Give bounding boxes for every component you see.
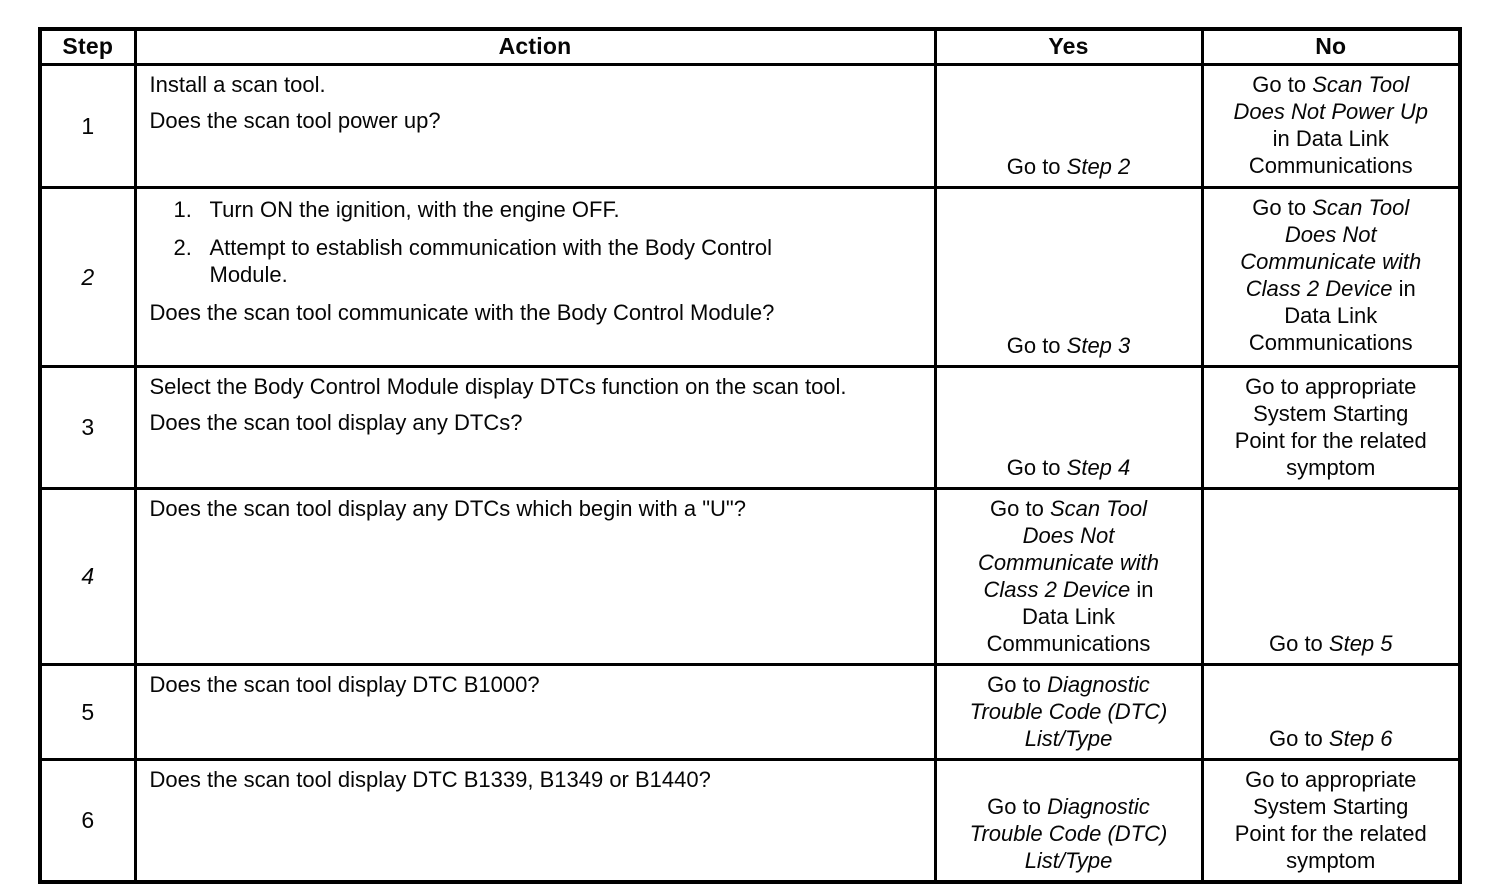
text-segment: Go to [1006,333,1067,358]
reference-text: Step 2 [1066,154,1131,179]
header-cell-step: Step [38,27,137,66]
text-segment: Go to appropriate System Starting Point … [1234,374,1427,480]
no-text: Go to appropriate System Starting Point … [1227,373,1435,481]
no-cell: Go to appropriate System Starting Point … [1200,758,1462,884]
list-item: 2. Attempt to establish communication wi… [150,234,920,288]
table-row-step-4: 4 Does the scan tool display any DTCs wh… [38,487,1462,666]
yes-cell: Go to Step 3 [933,186,1204,368]
yes-cell: Go to Step 4 [933,365,1204,490]
text-segment: in Data Link Communications [1248,276,1416,355]
list-item-text: Turn ON the ignition, with the engine OF… [209,197,620,222]
yes-cell: Go to Step 2 [933,63,1204,189]
step-number: 1 [38,63,137,189]
header-cell-action: Action [133,27,937,66]
list-number: 2. [173,235,192,260]
no-cell: Go to Scan Tool Does Not Power Up in Dat… [1200,63,1462,189]
action-question: Does the scan tool display DTC B1339, B1… [149,767,711,792]
list-item-text: Attempt to establish communication with … [209,235,773,287]
no-cell: Go to Step 5 [1200,487,1462,666]
step-number: 2 [38,186,137,368]
reference-text: Step 5 [1328,631,1393,656]
reference-text: Diagnostic Trouble Code (DTC) List/Type [969,672,1168,751]
action-cell: Select the Body Control Module display D… [133,365,937,490]
yes-cell: Go to Diagnostic Trouble Code (DTC) List… [933,758,1204,884]
action-question: Does the scan tool display DTC B1000? [149,672,540,697]
yes-cell: Go to Scan Tool Does Not Communicate wit… [933,487,1204,666]
header-cell-yes: Yes [933,27,1204,66]
header-row: Step Action Yes No [38,27,1462,66]
list-item: 1. Turn ON the ignition, with the engine… [150,196,920,223]
action-text: Install a scan tool. [149,72,326,97]
text-segment: in Data Link Communications [1248,126,1413,178]
step-number: 5 [38,663,137,761]
text-segment: Go to [1268,726,1329,751]
text-segment: in Data Link Communications [986,577,1154,656]
yes-cell: Go to Diagnostic Trouble Code (DTC) List… [933,663,1204,761]
step-number: 6 [38,758,137,884]
yes-text: Go to Diagnostic Trouble Code (DTC) List… [957,671,1181,752]
reference-text: Diagnostic Trouble Code (DTC) List/Type [969,794,1168,873]
text-segment: Go to [987,672,1048,697]
yes-text: Go to Diagnostic Trouble Code (DTC) List… [957,793,1181,874]
no-cell: Go to appropriate System Starting Point … [1200,365,1462,490]
action-question: Does the scan tool display any DTCs? [149,410,523,435]
no-text: Go to appropriate System Starting Point … [1227,766,1435,874]
action-cell: Does the scan tool display DTC B1000? [133,663,937,761]
step-number: 4 [38,487,137,666]
action-question: Does the scan tool display any DTCs whic… [149,496,746,521]
text-segment: Go to [1006,455,1067,480]
action-cell: Does the scan tool display any DTCs whic… [133,487,937,666]
reference-text: Step 4 [1066,455,1131,480]
text-segment: Go to [990,496,1050,521]
text-segment: Go to [987,794,1048,819]
no-cell: Go to Step 6 [1200,663,1462,761]
reference-text: Scan Tool Does Not Communicate with Clas… [1240,195,1422,301]
no-text: Go to Scan Tool Does Not Communicate wit… [1227,194,1435,356]
action-text: Select the Body Control Module display D… [149,374,847,399]
text-segment: Go to [1006,154,1067,179]
text-segment: Go to appropriate System Starting Point … [1234,767,1427,873]
diagnostic-table: Step Action Yes No 1 Install a scan tool… [38,27,1462,884]
reference-text: Step 6 [1328,726,1393,751]
reference-text: Step 3 [1066,333,1131,358]
table-row-step-1: 1 Install a scan tool. Does the scan too… [38,63,1462,189]
text-segment: Go to [1252,72,1313,97]
yes-text: Go to Scan Tool Does Not Communicate wit… [965,495,1173,657]
table-row-step-5: 5 Does the scan tool display DTC B1000? … [38,663,1462,761]
no-text: Go to Step 6 [1227,725,1435,752]
action-question: Does the scan tool communicate with the … [149,300,775,325]
header-cell-no: No [1200,27,1462,66]
action-cell: 1. Turn ON the ignition, with the engine… [133,186,937,368]
step-number: 3 [38,365,137,490]
list-number: 1. [173,197,192,222]
table-row-step-2: 2 1. Turn ON the ignition, with the engi… [38,186,1462,368]
yes-text: Go to Step 4 [965,454,1173,481]
action-question: Does the scan tool power up? [149,108,441,133]
yes-text: Go to Step 2 [965,153,1173,180]
no-text: Go to Step 5 [1227,630,1435,657]
reference-text: Scan Tool Does Not Power Up [1233,72,1428,124]
text-segment: Go to [1252,195,1313,220]
yes-text: Go to Step 3 [965,332,1173,359]
table-row-step-6: 6 Does the scan tool display DTC B1339, … [38,758,1462,884]
no-text: Go to Scan Tool Does Not Power Up in Dat… [1227,71,1435,179]
table-row-step-3: 3 Select the Body Control Module display… [38,365,1462,490]
action-cell: Install a scan tool. Does the scan tool … [133,63,937,189]
no-cell: Go to Scan Tool Does Not Communicate wit… [1200,186,1462,368]
action-cell: Does the scan tool display DTC B1339, B1… [133,758,937,884]
text-segment: Go to [1268,631,1329,656]
reference-text: Scan Tool Does Not Communicate with Clas… [978,496,1159,602]
